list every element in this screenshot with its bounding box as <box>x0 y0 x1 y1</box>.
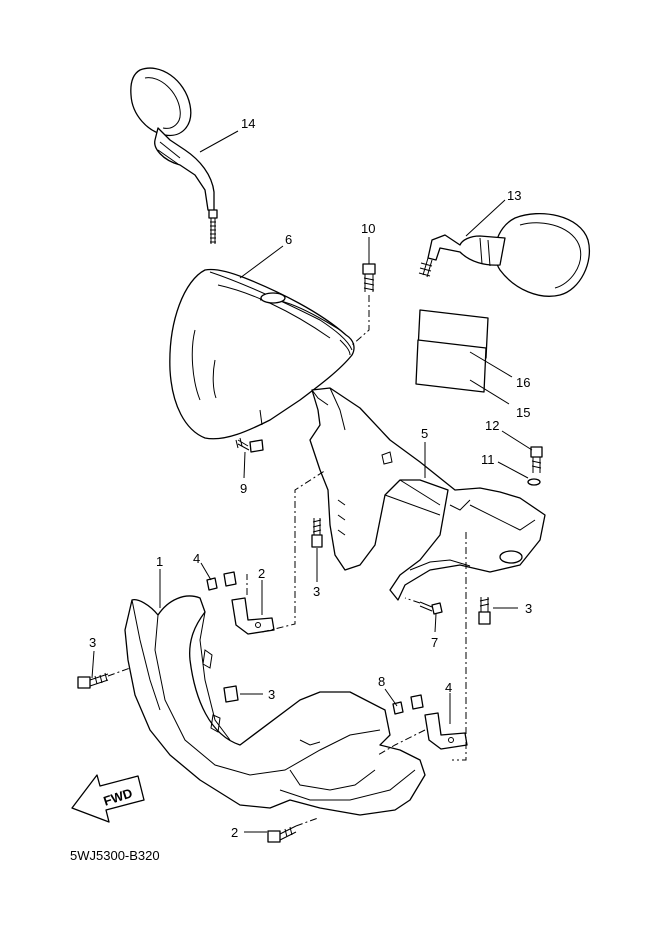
callout-3-center: 3 <box>313 584 320 599</box>
callout-10: 10 <box>361 221 375 236</box>
bolt-3-bottom <box>267 825 297 843</box>
bolt-10 <box>351 263 376 346</box>
clip-4-upper <box>206 571 237 591</box>
callout-5: 5 <box>421 426 428 441</box>
inner-panel <box>309 387 546 601</box>
leader-lines <box>91 130 533 833</box>
assembly-line-4 <box>377 729 426 756</box>
bolt-3-center <box>311 518 323 548</box>
callout-15: 15 <box>516 405 530 420</box>
callout-16: 16 <box>516 375 530 390</box>
decal-15 <box>415 339 487 393</box>
assembly-line-3 <box>452 532 467 761</box>
callout-12: 12 <box>485 418 499 433</box>
assembly-line-7 <box>404 597 421 604</box>
callout-3-bottom: 2 <box>231 825 238 840</box>
callout-11: 11 <box>481 452 495 467</box>
clip-nut-8 <box>223 685 239 703</box>
bracket-2-upper <box>231 597 275 635</box>
callout-9: 9 <box>240 481 247 496</box>
callout-2-upper: 2 <box>258 566 265 581</box>
callout-4-lower: 8 <box>378 674 385 689</box>
callout-4-upper: 4 <box>193 551 200 566</box>
right-mirror <box>418 212 590 297</box>
bolt-12 <box>530 446 543 473</box>
headlight-cover <box>169 268 355 440</box>
screw-9 <box>235 437 264 453</box>
callouts: 14 6 10 13 16 15 5 12 11 9 3 1 4 2 3 7 3… <box>89 116 532 840</box>
diagram-code: 5WJ5300-B320 <box>70 848 160 863</box>
washer-11 <box>527 478 541 486</box>
bolt-3-right <box>478 597 491 625</box>
bracket-2-lower <box>424 712 468 750</box>
callout-1: 1 <box>156 554 163 569</box>
assembly-line-5 <box>107 667 131 677</box>
assembly-line-2 <box>261 469 327 633</box>
front-cowl <box>124 595 426 816</box>
callout-6: 6 <box>285 232 292 247</box>
callout-3-right: 3 <box>525 601 532 616</box>
callout-14: 14 <box>241 116 255 131</box>
bolt-3-left <box>77 672 109 689</box>
screw-7 <box>419 601 443 615</box>
callout-3-left: 3 <box>89 635 96 650</box>
callout-13: 13 <box>507 188 521 203</box>
clip-4-lower <box>392 694 424 715</box>
fwd-arrow: FWD <box>71 774 145 823</box>
callout-2-lower: 4 <box>445 680 452 695</box>
assembly-line-6 <box>295 817 319 827</box>
callout-7: 7 <box>431 635 438 650</box>
callout-8: 3 <box>268 687 275 702</box>
left-mirror <box>130 67 218 244</box>
